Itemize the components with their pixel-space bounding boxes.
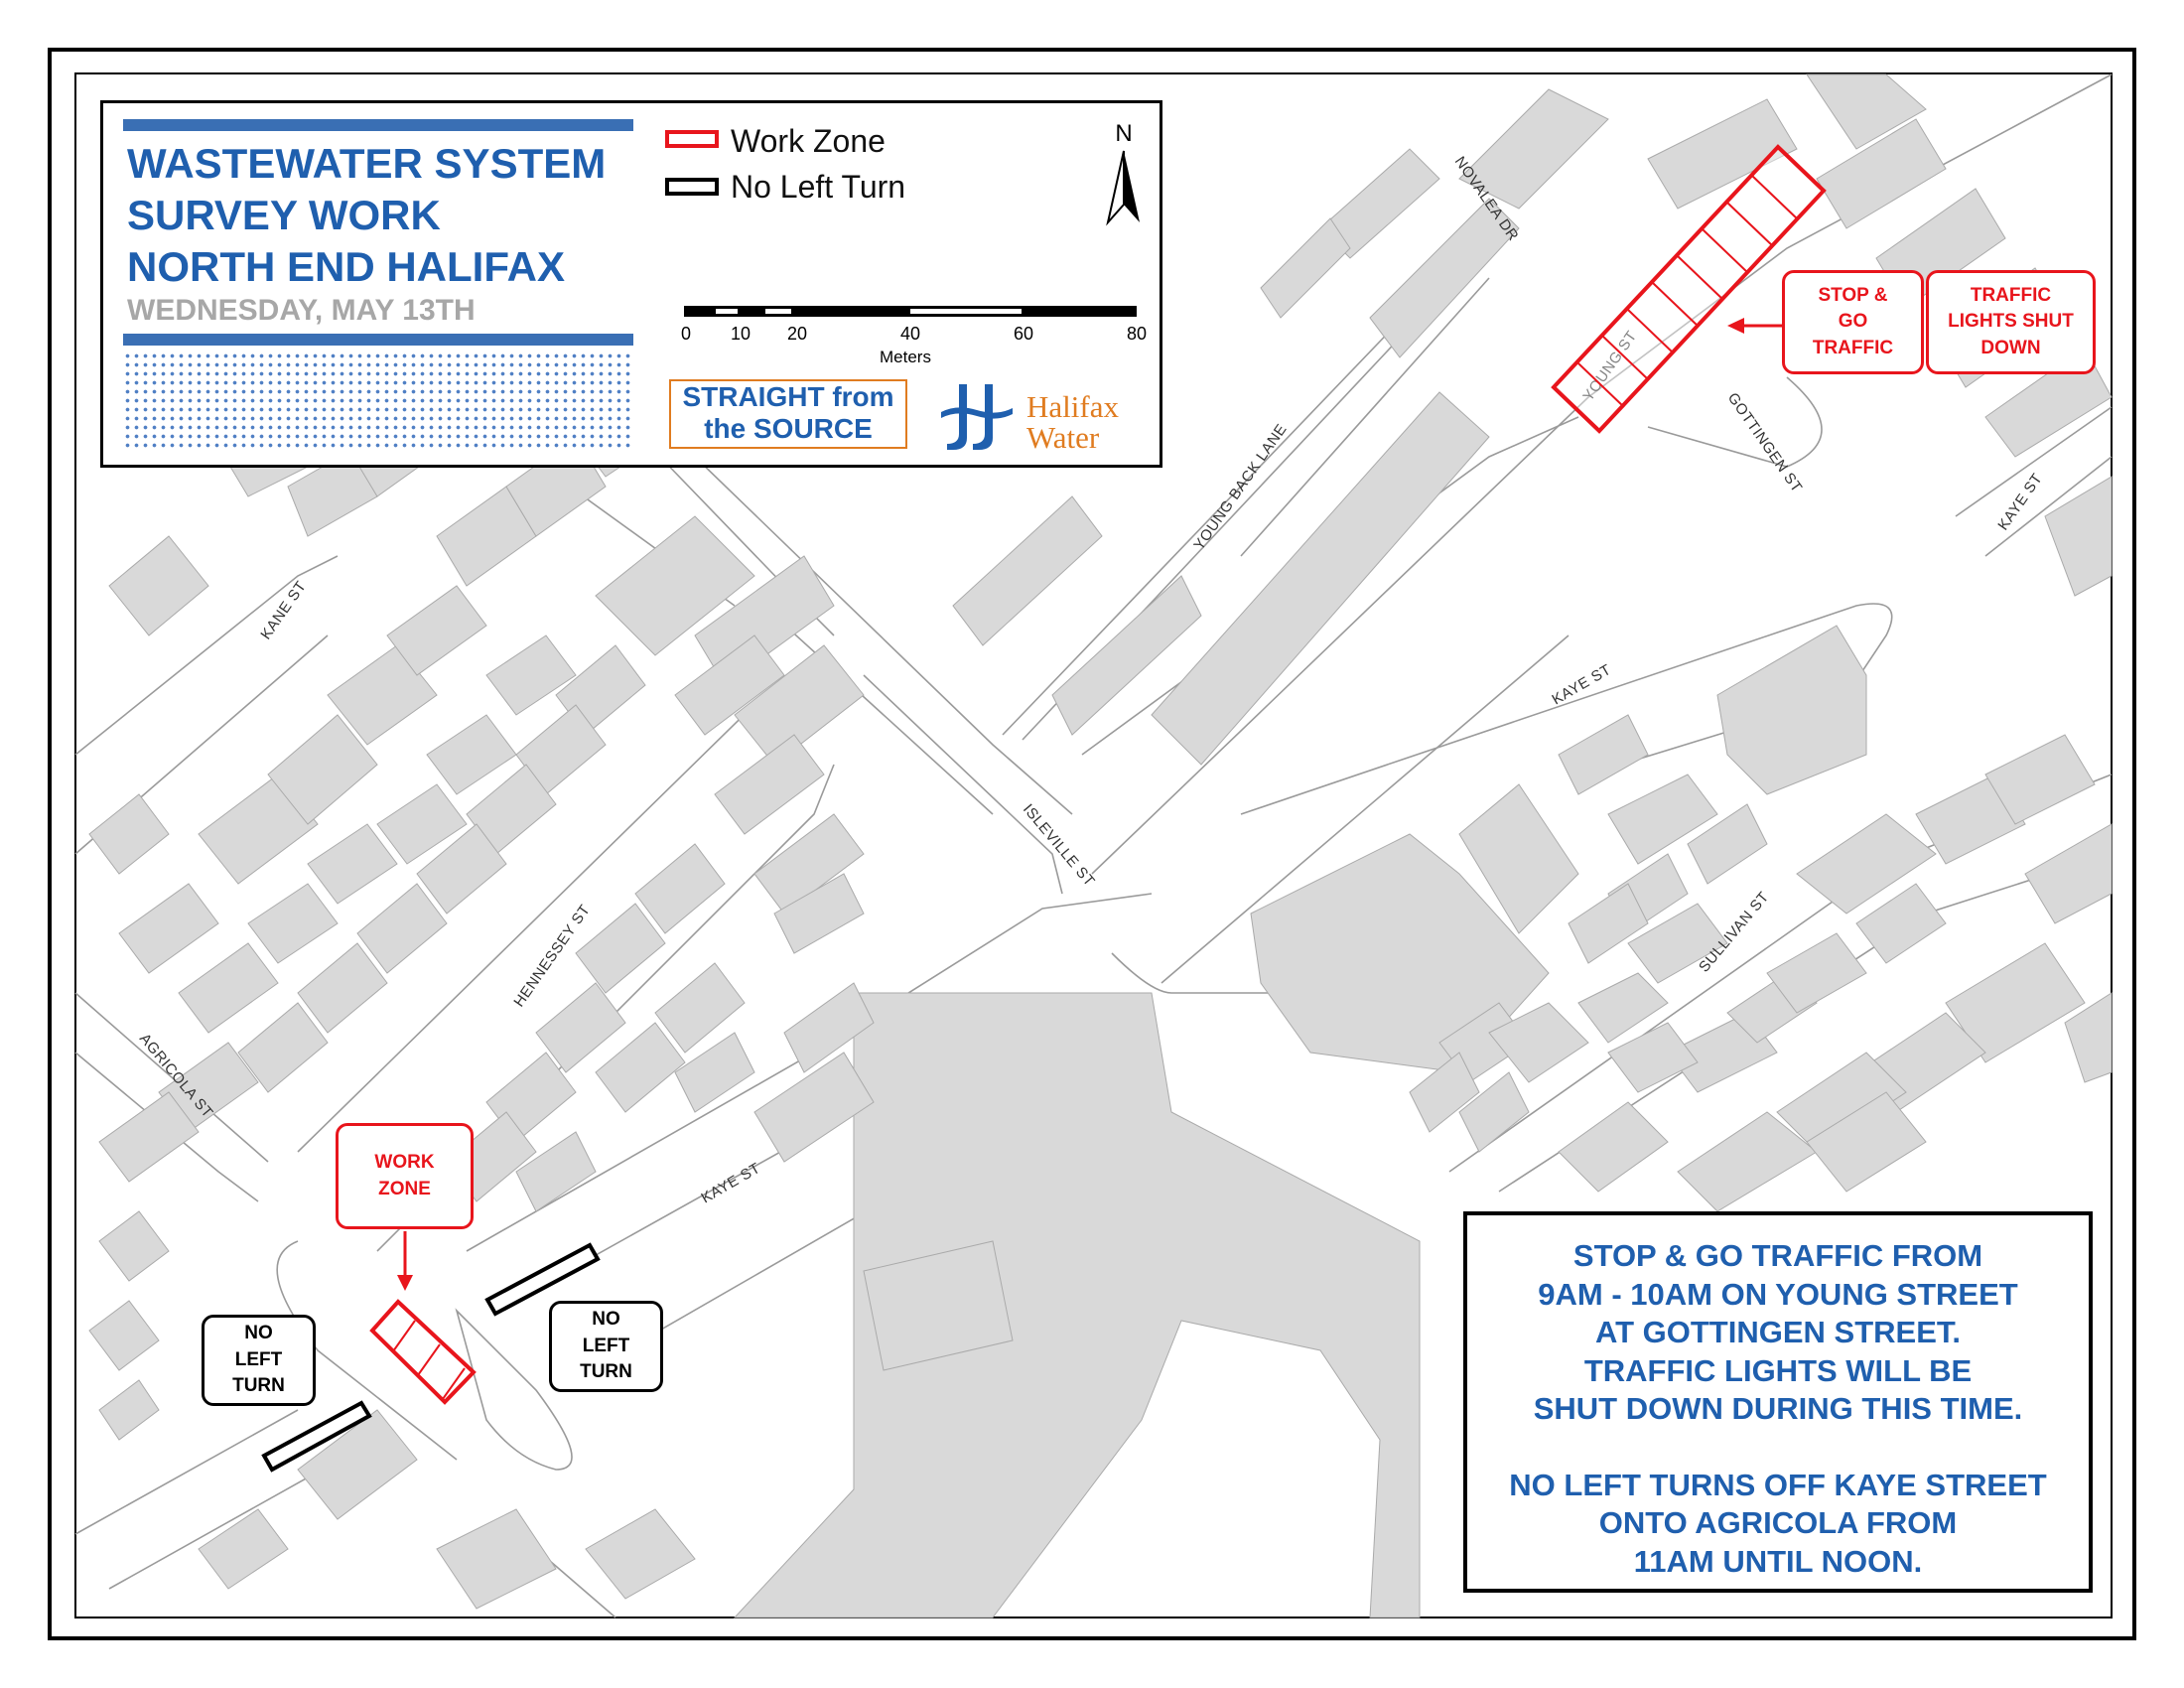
north-arrow-icon: N [1106, 120, 1140, 226]
callout-no-left-turn-west: NO LEFT TURN [202, 1315, 316, 1406]
legend-label-work-zone: Work Zone [731, 123, 886, 159]
title-date: WEDNESDAY, MAY 13TH [127, 294, 476, 327]
scale-tick-40: 40 [899, 324, 921, 344]
title-line-2: SURVEY WORK [127, 192, 441, 238]
straight-logo-line2: the SOURCE [704, 413, 873, 444]
notice-box: STOP & GO TRAFFIC FROM 9AM - 10AM ON YOU… [1463, 1211, 2093, 1593]
halifax-wordmark-line1: Halifax [1026, 389, 1119, 424]
scale-tick-0: 0 [680, 324, 692, 344]
scale-tick-10: 10 [730, 324, 751, 344]
callout-arrow-young [1727, 318, 1782, 334]
callout-arrow-work-zone [397, 1231, 413, 1291]
callout-traffic-lights: TRAFFIC LIGHTS SHUT DOWN [1926, 270, 2096, 374]
legend-swatch-no-left-turn [665, 178, 719, 196]
title-legend-panel: WASTEWATER SYSTEM SURVEY WORK NORTH END … [100, 100, 1162, 468]
work-zone-young-st[interactable] [1551, 144, 1827, 434]
notice-gap [1467, 1429, 2089, 1467]
callout-no-left-turn-east: NO LEFT TURN [549, 1301, 663, 1392]
scale-bar: 0 10 20 40 60 80 Meters [679, 300, 1148, 366]
halifax-water-logo-icon [941, 384, 1013, 450]
notice-line-4: TRAFFIC LIGHTS WILL BE [1583, 1352, 1973, 1388]
outer-frame [48, 48, 2136, 1640]
svg-text:N: N [1115, 120, 1132, 147]
straight-logo-line1: STRAIGHT from [682, 381, 894, 412]
title-line-1: WASTEWATER SYSTEM [127, 140, 607, 187]
notice-line-8: 11AM UNTIL NOON. [1633, 1543, 1923, 1579]
title-bottom-rule [123, 334, 633, 346]
no-left-turn-bar-west[interactable] [261, 1400, 372, 1473]
scale-unit: Meters [880, 348, 931, 366]
halifax-water-wordmark: Halifax Water [1026, 391, 1119, 453]
legend-swatch-work-zone [665, 130, 719, 148]
halifax-wordmark-line2: Water [1026, 420, 1100, 455]
title-line-3: NORTH END HALIFAX [127, 243, 565, 290]
scale-tick-60: 60 [1013, 324, 1034, 344]
notice-line-2: 9AM - 10AM ON YOUNG STREET [1538, 1276, 2018, 1312]
legend-label-no-left-turn: No Left Turn [731, 169, 906, 205]
scale-tick-80: 80 [1126, 324, 1148, 344]
notice-line-7: ONTO AGRICOLA FROM [1598, 1505, 1958, 1540]
notice-line-5: SHUT DOWN DURING THIS TIME. [1533, 1391, 2023, 1426]
notice-line-6: NO LEFT TURNS OFF KAYE STREET [1509, 1467, 2047, 1502]
scale-tick-20: 20 [786, 324, 808, 344]
title-top-rule [123, 119, 633, 131]
straight-from-the-source-logo: STRAIGHT from the SOURCE [669, 379, 907, 449]
callout-work-zone: WORK ZONE [336, 1123, 474, 1229]
work-zone-kaye-agricola[interactable] [369, 1299, 477, 1405]
no-left-turn-bar-east[interactable] [484, 1242, 601, 1317]
callout-stop-go-traffic: STOP & GO TRAFFIC [1782, 270, 1924, 374]
notice-line-1: STOP & GO TRAFFIC FROM [1572, 1238, 1983, 1273]
notice-line-3: AT GOTTINGEN STREET. [1595, 1315, 1961, 1349]
dot-pattern [123, 352, 633, 451]
